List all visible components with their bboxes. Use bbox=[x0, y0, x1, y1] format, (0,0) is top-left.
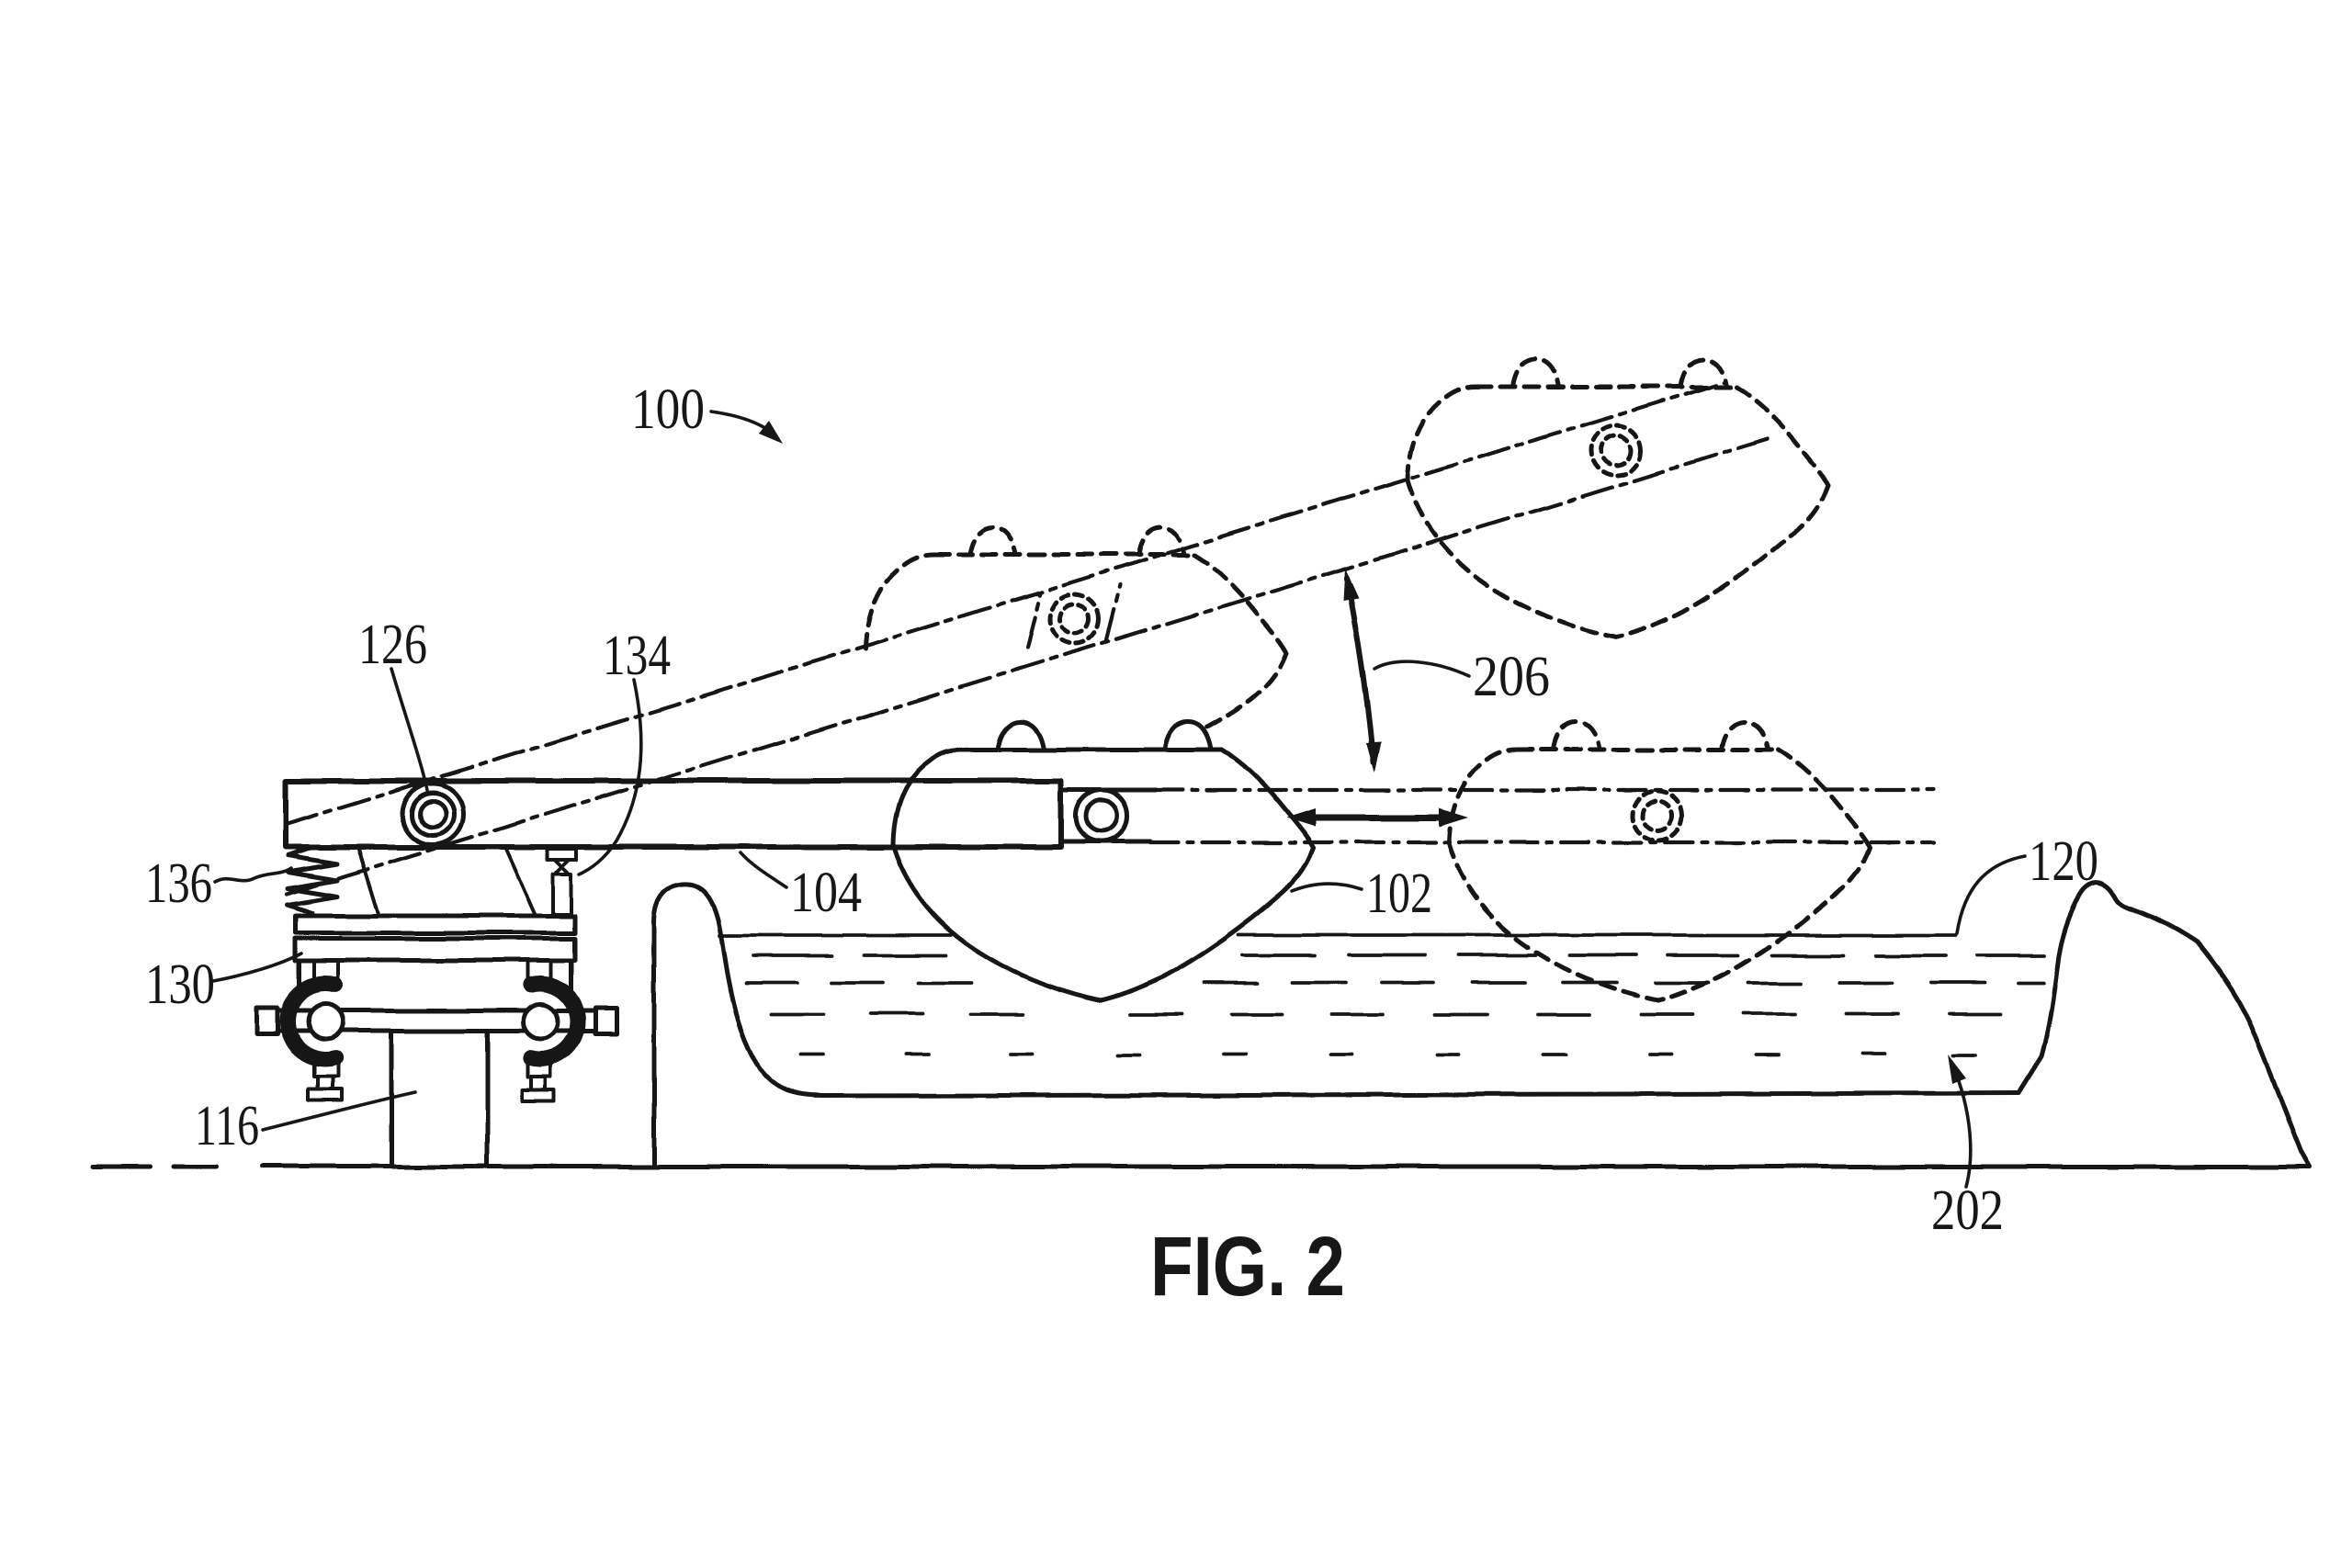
leader-line-120 bbox=[1955, 854, 2027, 935]
boat-ghost-extended-on-water bbox=[1449, 722, 1870, 1000]
arm-phantom-raised bbox=[284, 379, 1776, 897]
arm-phantom-extended bbox=[1148, 787, 1937, 845]
rail-beam bbox=[282, 778, 1064, 850]
leader-line-136 bbox=[213, 866, 293, 884]
leader-line-104 bbox=[739, 851, 788, 889]
boat-solid bbox=[893, 722, 1314, 1000]
spring bbox=[285, 844, 340, 916]
leader-line-206 bbox=[1373, 660, 1471, 678]
leader-line-102 bbox=[1290, 882, 1363, 893]
ghost-pivots bbox=[1049, 425, 1682, 840]
pivot-bolt bbox=[400, 781, 466, 847]
ref-label-104: 104 bbox=[790, 862, 862, 924]
support-legs bbox=[356, 846, 537, 916]
ref-label-130: 130 bbox=[145, 953, 215, 1016]
basin-left-wall bbox=[651, 882, 826, 1169]
leader-line-134 bbox=[577, 678, 643, 876]
slide-arrow bbox=[1286, 808, 1468, 827]
clamp-left bbox=[279, 959, 345, 1102]
basin-bottom bbox=[820, 1090, 2021, 1099]
adjuster-bolt bbox=[546, 847, 579, 916]
leader-line-130 bbox=[211, 952, 303, 983]
boat-ghost-raised bbox=[865, 527, 1286, 730]
rotate-arrow bbox=[1343, 568, 1381, 773]
ref-label-202: 202 bbox=[1931, 1179, 2004, 1242]
shore-rock bbox=[2016, 880, 2312, 1169]
arm-end-pivot bbox=[1073, 787, 1130, 844]
ref-label-102: 102 bbox=[1366, 863, 1432, 925]
ref-label-126: 126 bbox=[358, 614, 427, 676]
boat-ghost-raised-extended bbox=[1408, 359, 1828, 637]
leader-arrowhead-100 bbox=[759, 421, 783, 444]
ref-label-136: 136 bbox=[145, 852, 212, 915]
water-hatching bbox=[744, 953, 2046, 1056]
ref-label-206: 206 bbox=[1473, 646, 1550, 708]
reference-labels: 100 102 104 116 120 126 130 134 136 202 206 bbox=[145, 378, 2098, 1242]
figure-caption: FIG. 2 bbox=[1150, 1220, 1345, 1314]
clamp-right bbox=[520, 959, 586, 1102]
leader-arrowhead-202 bbox=[1948, 1055, 1966, 1084]
ref-label-134: 134 bbox=[603, 625, 671, 687]
water-basin bbox=[651, 880, 2312, 1169]
ref-label-100: 100 bbox=[631, 378, 705, 441]
support-post bbox=[389, 1030, 490, 1169]
leader-line-126 bbox=[390, 667, 429, 792]
leader-line-116 bbox=[261, 1090, 417, 1132]
ref-label-116: 116 bbox=[195, 1095, 259, 1157]
ref-label-120: 120 bbox=[2029, 830, 2098, 893]
